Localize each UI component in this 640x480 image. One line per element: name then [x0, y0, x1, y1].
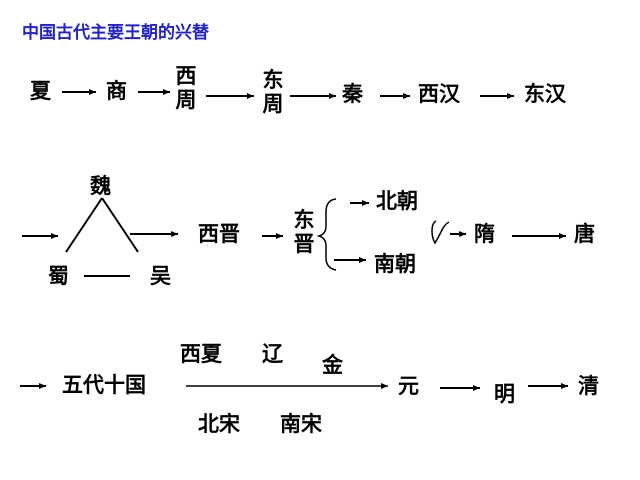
node-donghan: 东汉 [524, 82, 566, 106]
node-wu: 吴 [150, 264, 171, 288]
triangle-left [65, 197, 103, 253]
node-nansong: 南宋 [280, 412, 322, 436]
node-shang: 商 [106, 79, 127, 103]
triangle-right [101, 197, 139, 253]
node-xijin: 西晋 [198, 222, 240, 246]
diagram-title: 中国古代主要王朝的兴替 [22, 23, 209, 43]
node-jin: 金 [322, 353, 343, 377]
node-xizhou: 西周 [175, 64, 197, 113]
dongjin-brace [316, 198, 337, 271]
node-tang: 唐 [574, 222, 595, 246]
node-sui: 隋 [474, 222, 495, 246]
node-ming: 明 [494, 382, 515, 406]
node-beichao: 北朝 [376, 189, 418, 213]
node-qin: 秦 [342, 82, 363, 106]
node-xixia: 西夏 [180, 342, 222, 366]
node-wudai: 五代十国 [62, 373, 146, 397]
node-shu: 蜀 [48, 264, 69, 288]
node-wei: 魏 [90, 174, 111, 198]
node-dongjin: 东晋 [293, 208, 315, 257]
node-xihan: 西汉 [418, 82, 460, 106]
node-xia: 夏 [30, 79, 51, 103]
node-liao: 辽 [262, 342, 283, 366]
converge-brace [431, 220, 450, 245]
node-yuan: 元 [398, 374, 419, 398]
node-dongzhou: 东周 [262, 68, 284, 117]
node-qing: 清 [578, 374, 599, 398]
node-beisong: 北宋 [198, 412, 240, 436]
node-nanchao: 南朝 [374, 252, 416, 276]
